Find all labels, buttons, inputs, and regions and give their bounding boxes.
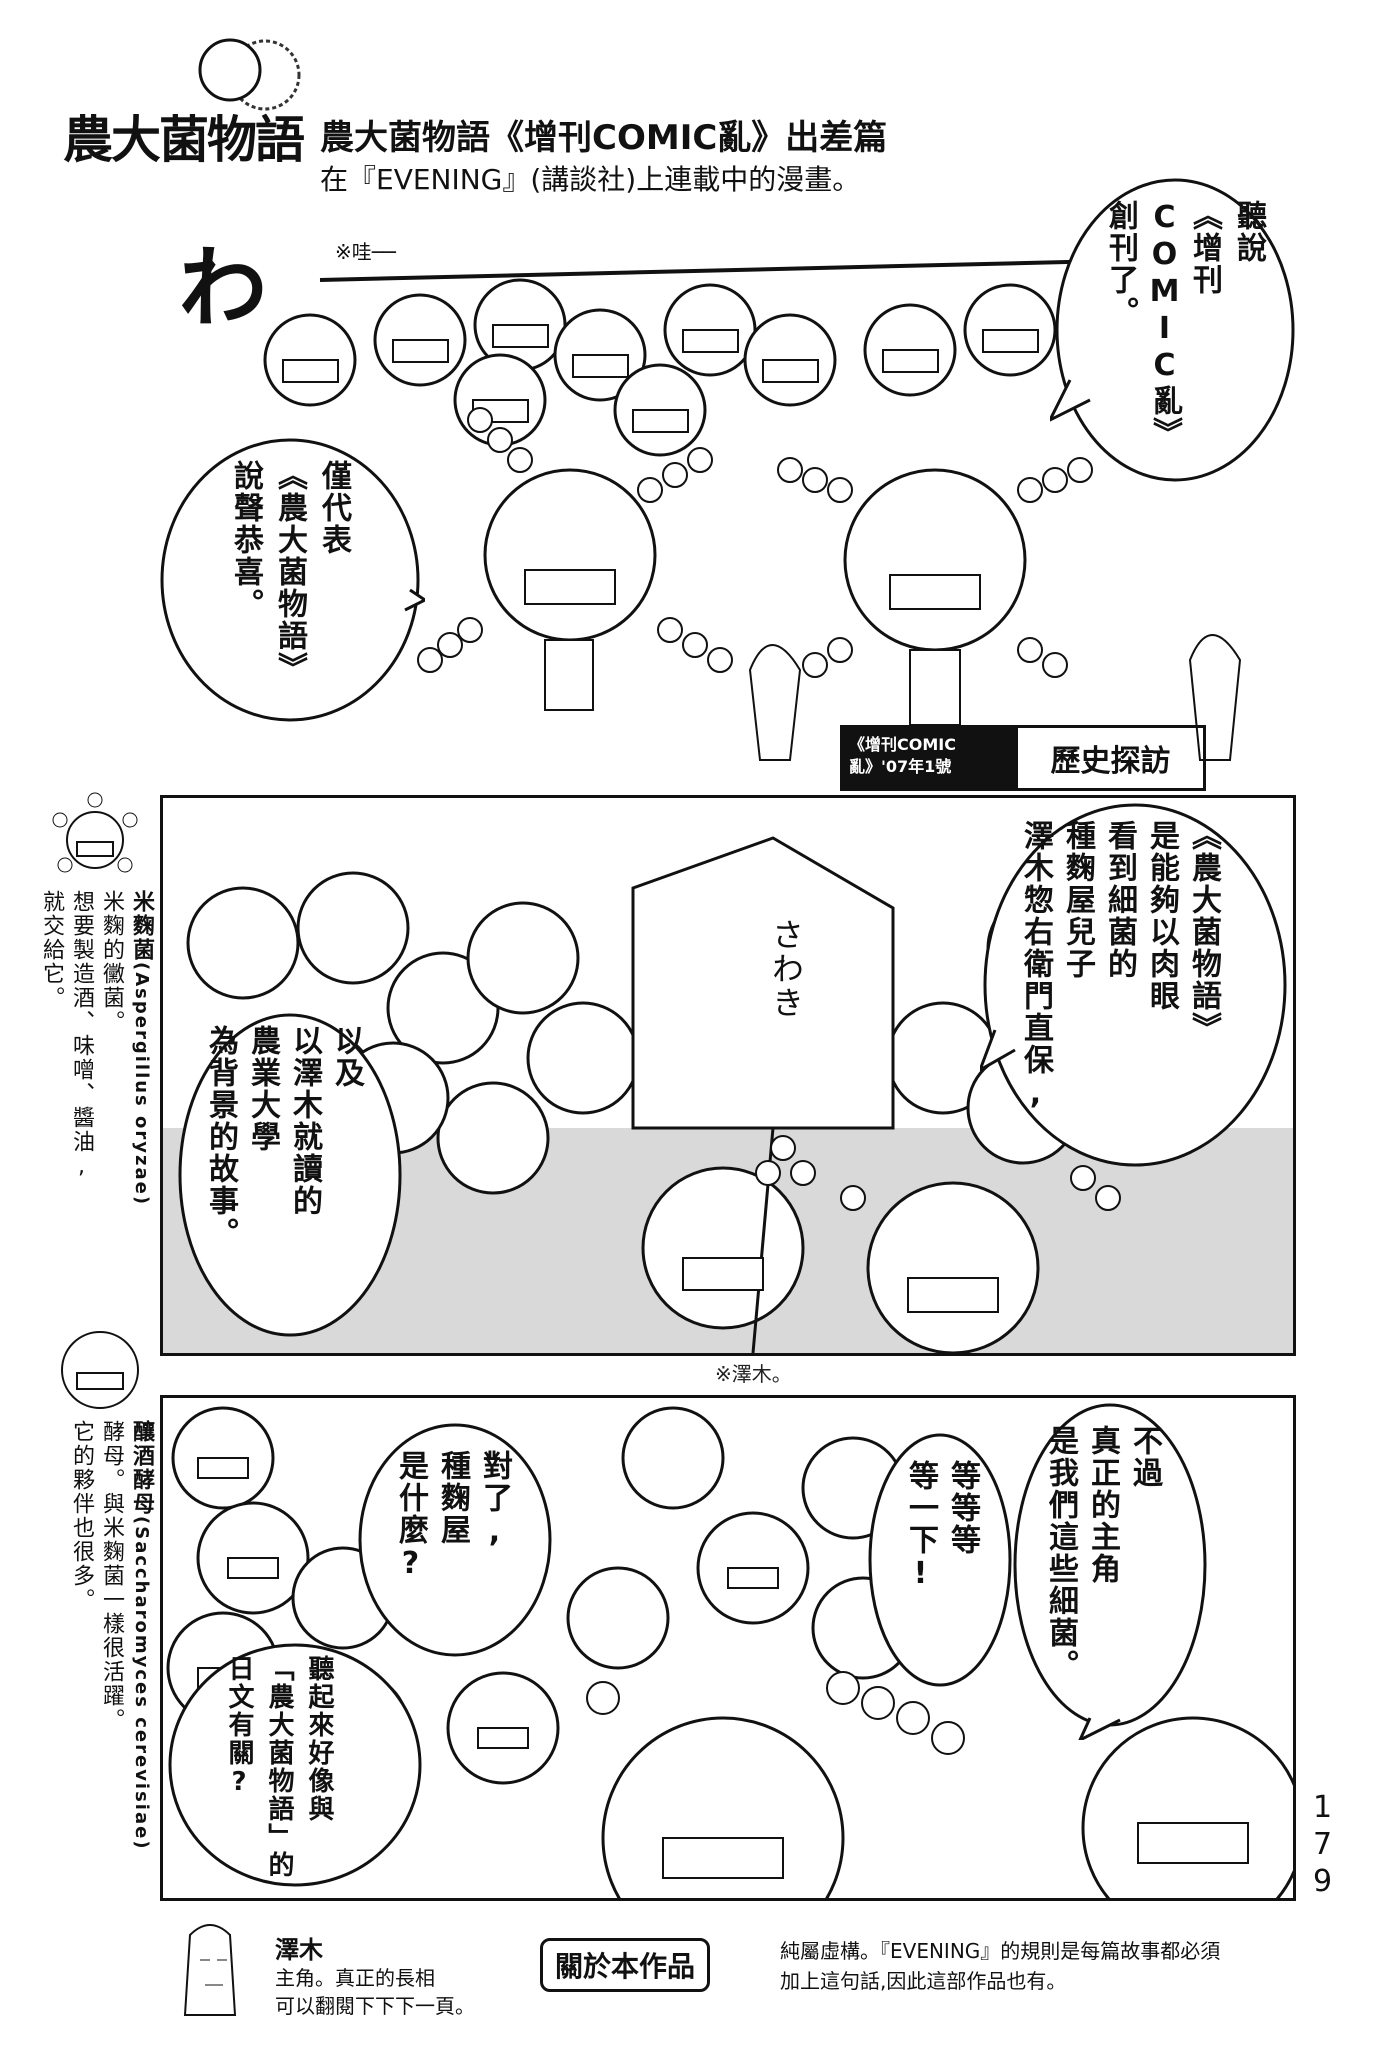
bubble-line: 《增刊COMIC亂》 bbox=[1147, 200, 1222, 449]
about-label: 關於本作品 bbox=[540, 1938, 711, 1992]
koji-desc-line: 就交給它。 bbox=[39, 890, 64, 1010]
yeast-desc-line: 酵母。與米麴菌一樣很活躍。 bbox=[99, 1420, 124, 1732]
koji-desc-line: 想要製造酒、味噌、醬油, bbox=[69, 890, 94, 1181]
issue-stamp-right: 歷史探訪 bbox=[1050, 744, 1171, 779]
speech-bubble-background: 以及 以澤木就讀的 農業大學 為背景的故事。 bbox=[175, 1010, 405, 1340]
sawaki-desc-line: 主角。真正的長相 bbox=[275, 1966, 435, 1990]
panel-1-art bbox=[263, 258, 1242, 761]
speech-bubble-congrats: 僅代表 《農大菌物語》 說聲恭喜。 bbox=[155, 430, 425, 730]
series-logo: 農大菌物語 bbox=[55, 30, 315, 180]
sawaki-icon bbox=[165, 1915, 255, 2025]
bubble-line: 《農大菌物語》 bbox=[272, 460, 307, 684]
bubble-line: 創刊了。 bbox=[1103, 200, 1138, 328]
speech-bubble-question: 對了, 種麴屋 是什麼? bbox=[355, 1420, 555, 1660]
bubble-line: 聽起來好像與 bbox=[304, 1655, 334, 1823]
issue-stamp: 《增刊COMIC亂》'07年1號 歷史探訪 bbox=[840, 725, 1206, 791]
bubble-line: 說聲恭喜。 bbox=[228, 460, 263, 620]
bubble-line: 聽說 bbox=[1231, 200, 1266, 264]
speech-bubble-true-hero: 不過 真正的主角 是我們這些細菌。 bbox=[1010, 1400, 1210, 1740]
logo-graphic bbox=[198, 38, 301, 111]
about-text-line: 加上這句話,因此這部作品也有。 bbox=[780, 1969, 1067, 1993]
bubble-line: 以及 bbox=[329, 1025, 364, 1089]
bubble-line: 對了, bbox=[477, 1450, 512, 1551]
about-text-line: 純屬虛構。『EVENING』的規則是每篇故事都必須 bbox=[780, 1939, 1221, 1963]
sign-text: さわき bbox=[767, 918, 805, 1020]
bubble-line: 等等等 bbox=[945, 1460, 980, 1556]
speech-bubble-rumor: 聽說 《增刊COMIC亂》 創刊了。 bbox=[1050, 170, 1300, 500]
panel-1: わ ※哇── bbox=[150, 200, 1290, 780]
sawaki-name: 澤木 bbox=[275, 1936, 323, 1964]
yeast-name: 釀酒酵母 bbox=[129, 1420, 154, 1516]
logo-text: 農大菌物語 bbox=[63, 110, 305, 169]
sfx-wa: わ bbox=[162, 240, 268, 332]
bubble-line: 種麴屋 bbox=[435, 1450, 470, 1546]
sidebar-koji: 米麴菌(Aspergillus oryzae) 米麴的黴菌。 想要製造酒、味噌、… bbox=[39, 890, 155, 1310]
panel-2-footnote: ※澤木。 bbox=[715, 1362, 792, 1386]
bubble-line: 《農大菌物語》 bbox=[1186, 820, 1221, 1044]
sidebar-yeast: 釀酒酵母(Saccharomyces cerevisiae) 酵母。與米麴菌一樣… bbox=[45, 1420, 155, 1860]
bubble-line: 為背景的故事。 bbox=[203, 1025, 238, 1249]
bubble-line: 以澤木就讀的 bbox=[287, 1025, 322, 1217]
bubble-line: 澤木惣右衛門直保, bbox=[1018, 820, 1053, 1113]
bubble-line: 是什麼? bbox=[393, 1450, 428, 1583]
speech-bubble-wait: 等等等 等一下! bbox=[865, 1430, 1015, 1690]
bubble-line: 看到細菌的 bbox=[1102, 820, 1137, 980]
speech-bubble-pun: 聽起來好像與 「農大菌物語」的 日文有關? bbox=[165, 1640, 425, 1890]
bubble-line: 日文有關? bbox=[224, 1655, 254, 1799]
sawaki-desc-line: 可以翻閱下下下一頁。 bbox=[275, 1994, 475, 2018]
sidebar-koji-icon bbox=[45, 790, 145, 890]
yeast-latin: (Saccharomyces cerevisiae) bbox=[131, 1516, 152, 1851]
bubble-line: 不過 bbox=[1127, 1425, 1162, 1489]
issue-stamp-left: 《增刊COMIC亂》'07年1號 bbox=[843, 728, 1018, 788]
page-number: 179 bbox=[1305, 1790, 1340, 1901]
bubble-line: 「農大菌物語」的 bbox=[264, 1655, 294, 1879]
bubble-line: 農業大學 bbox=[245, 1025, 280, 1153]
yeast-desc-line: 它的夥伴也很多。 bbox=[69, 1420, 94, 1612]
bubble-line: 種麴屋兒子 bbox=[1060, 820, 1095, 980]
koji-latin: (Aspergillus oryzae) bbox=[131, 962, 152, 1207]
bubble-line: 僅代表 bbox=[316, 460, 351, 556]
header-title: 農大菌物語《增刊COMIC亂》出差篇 bbox=[320, 118, 888, 158]
sidebar-yeast-icon bbox=[55, 1325, 145, 1415]
speech-bubble-intro: 《農大菌物語》 是能夠以肉眼 看到細菌的 種麴屋兒子 澤木惣右衛門直保, bbox=[980, 800, 1290, 1170]
bubble-line: 真正的主角 bbox=[1085, 1425, 1120, 1585]
bubble-line: 等一下! bbox=[903, 1460, 938, 1593]
koji-desc-line: 米麴的黴菌。 bbox=[99, 890, 124, 1034]
header-subtitle: 在『EVENING』(講談社)上連載中的漫畫。 bbox=[320, 163, 861, 196]
bubble-line: 是我們這些細菌。 bbox=[1043, 1425, 1078, 1681]
bubble-line: 是能夠以肉眼 bbox=[1144, 820, 1179, 1012]
koji-name: 米麴菌 bbox=[129, 890, 154, 962]
sfx-note: ※哇── bbox=[335, 240, 396, 264]
